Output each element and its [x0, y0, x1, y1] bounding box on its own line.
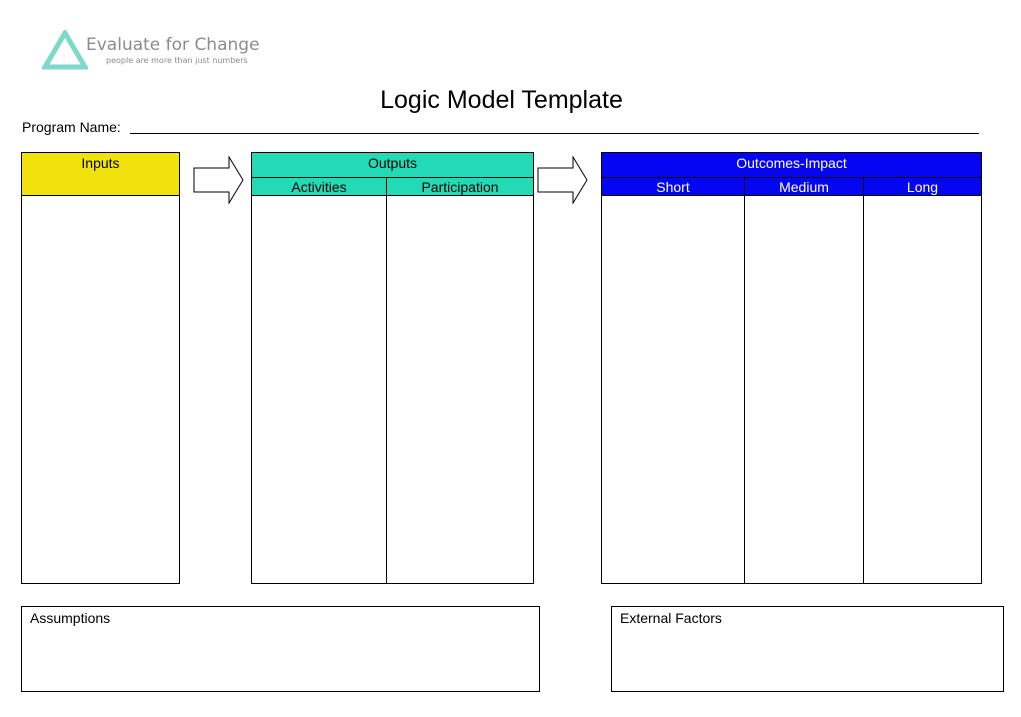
- arrow-right-icon: [193, 156, 244, 204]
- inputs-area[interactable]: [21, 195, 180, 584]
- logo-triangle-icon: [42, 30, 88, 70]
- program-name-label: Program Name:: [22, 119, 121, 135]
- outcomes-impact-header: Outcomes-Impact: [601, 152, 982, 178]
- outputs-header: Outputs: [251, 152, 534, 178]
- long-header: Long: [863, 177, 982, 196]
- assumptions-label: Assumptions: [30, 610, 111, 626]
- medium-header: Medium: [744, 177, 864, 196]
- external-factors-box[interactable]: External Factors: [611, 606, 1004, 692]
- program-name-field[interactable]: [130, 133, 979, 134]
- outputs-column-divider: [386, 195, 387, 584]
- logo-name: Evaluate for Change: [86, 35, 260, 55]
- arrow-right-icon: [537, 156, 588, 204]
- external-factors-label: External Factors: [620, 610, 722, 626]
- outputs-area[interactable]: [251, 195, 534, 584]
- outcomes-column-divider: [863, 195, 864, 584]
- short-header: Short: [601, 177, 745, 196]
- outcomes-column-divider: [744, 195, 745, 584]
- assumptions-box[interactable]: Assumptions: [21, 606, 540, 692]
- logo-tagline: people are more than just numbers: [106, 56, 248, 65]
- inputs-header: Inputs: [21, 152, 180, 196]
- page-title: Logic Model Template: [380, 86, 623, 114]
- participation-header: Participation: [386, 177, 534, 196]
- activities-header: Activities: [251, 177, 387, 196]
- outcomes-area[interactable]: [601, 195, 982, 584]
